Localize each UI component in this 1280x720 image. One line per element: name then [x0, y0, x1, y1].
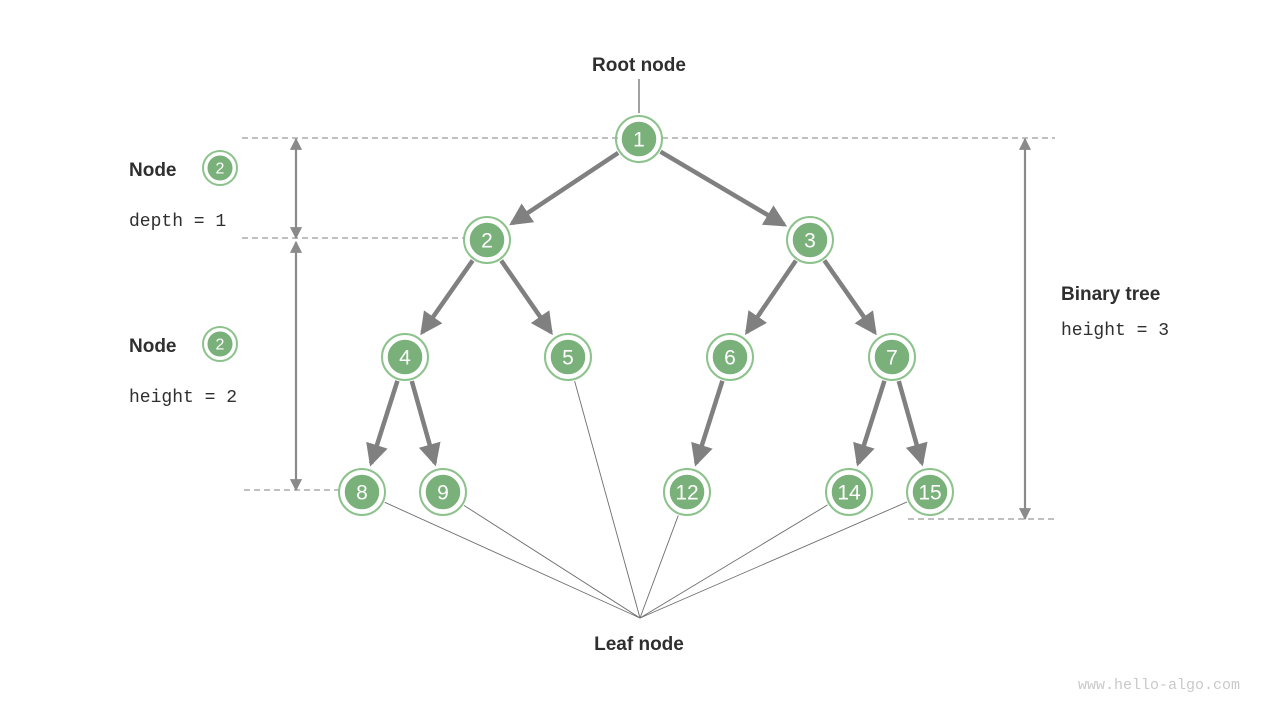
node-depth-value: depth = 1: [129, 212, 226, 232]
node-circle: [548, 337, 588, 377]
binary-tree-title: Binary tree: [1061, 284, 1160, 305]
node-outer-ring: [544, 333, 592, 381]
node-outer-ring: [706, 333, 754, 381]
tree-node-2[interactable]: 2: [463, 216, 511, 264]
tree-edges: [366, 149, 928, 467]
node-outer-ring: [786, 216, 834, 264]
node-value: 8: [356, 482, 368, 505]
node-circle: [385, 337, 425, 377]
node-height-badge: 2: [202, 326, 238, 362]
leaf-leader-n15: [639, 501, 908, 619]
height-badge-circle: [205, 329, 235, 359]
node-depth-badge: 2: [202, 150, 238, 186]
node-value: 5: [562, 347, 574, 370]
node-circle: [342, 472, 382, 512]
node-value: 3: [804, 230, 816, 253]
node-outer-ring: [825, 468, 873, 516]
node-circle: [667, 472, 707, 512]
tree-node-7[interactable]: 7: [868, 333, 916, 381]
tree-node-1[interactable]: 1: [615, 115, 663, 163]
node-outer-ring: [663, 468, 711, 516]
edge-n2-n5: [499, 259, 553, 336]
node-outer-ring: [615, 115, 663, 163]
depth-badge-circle: [205, 153, 235, 183]
edge-n2-n4: [420, 259, 475, 336]
leaf-leader-n5: [574, 380, 641, 619]
node-value: 7: [886, 347, 898, 370]
node-circle: [423, 472, 463, 512]
node-value: 9: [437, 482, 449, 505]
node-circle: [467, 220, 507, 260]
root-node-annotation: Root node: [592, 55, 686, 113]
node-value: 4: [399, 347, 411, 370]
binary-tree-height-value: height = 3: [1061, 321, 1169, 341]
edge-n6-n12: [691, 380, 725, 467]
node-value: 15: [918, 482, 941, 505]
node-outer-ring: [419, 468, 467, 516]
tree-node-9[interactable]: 9: [419, 468, 467, 516]
depth-badge-outer-ring: [202, 150, 238, 186]
tree-node-12[interactable]: 12: [663, 468, 711, 516]
edge-n1-n2: [509, 150, 620, 226]
leaf-node-annotation: Leaf node: [594, 634, 684, 655]
tree-height-annotation: Binary tree height = 3: [1061, 284, 1169, 341]
node-circle: [619, 119, 659, 159]
leaf-leader-n8: [384, 501, 641, 619]
node-depth-title: Node: [129, 160, 177, 181]
node-value: 1: [633, 129, 645, 152]
tree-node-15[interactable]: 15: [906, 468, 954, 516]
tree-node-3[interactable]: 3: [786, 216, 834, 264]
node-value: 14: [837, 482, 861, 505]
guide-lines: [242, 137, 1055, 520]
height-badge-outer-ring: [202, 326, 238, 362]
node-outer-ring: [338, 468, 386, 516]
node-outer-ring: [906, 468, 954, 516]
leaf-leader-lines: [384, 380, 908, 619]
node-value: 12: [675, 482, 698, 505]
node-outer-ring: [463, 216, 511, 264]
edge-n1-n3: [659, 149, 788, 227]
node-height-value: height = 2: [129, 388, 237, 408]
leaf-node-label: Leaf node: [594, 634, 684, 655]
edge-n4-n9: [409, 380, 441, 467]
node-height-title: Node: [129, 336, 177, 357]
leaf-leader-n12: [639, 515, 679, 619]
tree-node-6[interactable]: 6: [706, 333, 754, 381]
root-node-label: Root node: [592, 55, 686, 76]
height-badge-value: 2: [216, 337, 225, 354]
tree-node-14[interactable]: 14: [825, 468, 873, 516]
watermark-url: www.hello-algo.com: [1078, 677, 1240, 694]
node-height-annotation: Node 2 height = 2: [129, 326, 238, 408]
tree-node-8[interactable]: 8: [338, 468, 386, 516]
tree-node-4[interactable]: 4: [381, 333, 429, 381]
edge-n7-n15: [896, 380, 928, 467]
tree-node-5[interactable]: 5: [544, 333, 592, 381]
leaf-leader-n9: [463, 505, 641, 619]
edge-n7-n14: [853, 380, 887, 467]
measure-arrows: [289, 137, 1032, 521]
node-circle: [790, 220, 830, 260]
node-depth-annotation: Node 2 depth = 1: [129, 150, 238, 232]
node-circle: [910, 472, 950, 512]
node-circle: [829, 472, 869, 512]
depth-badge-value: 2: [216, 161, 225, 178]
edge-n3-n7: [822, 259, 877, 336]
node-outer-ring: [381, 333, 429, 381]
node-outer-ring: [868, 333, 916, 381]
edge-n4-n8: [366, 380, 400, 467]
edge-n3-n6: [745, 259, 798, 336]
leaf-leader-n14: [639, 504, 828, 619]
node-value: 6: [724, 347, 736, 370]
node-circle: [872, 337, 912, 377]
node-circle: [710, 337, 750, 377]
node-value: 2: [481, 230, 493, 253]
